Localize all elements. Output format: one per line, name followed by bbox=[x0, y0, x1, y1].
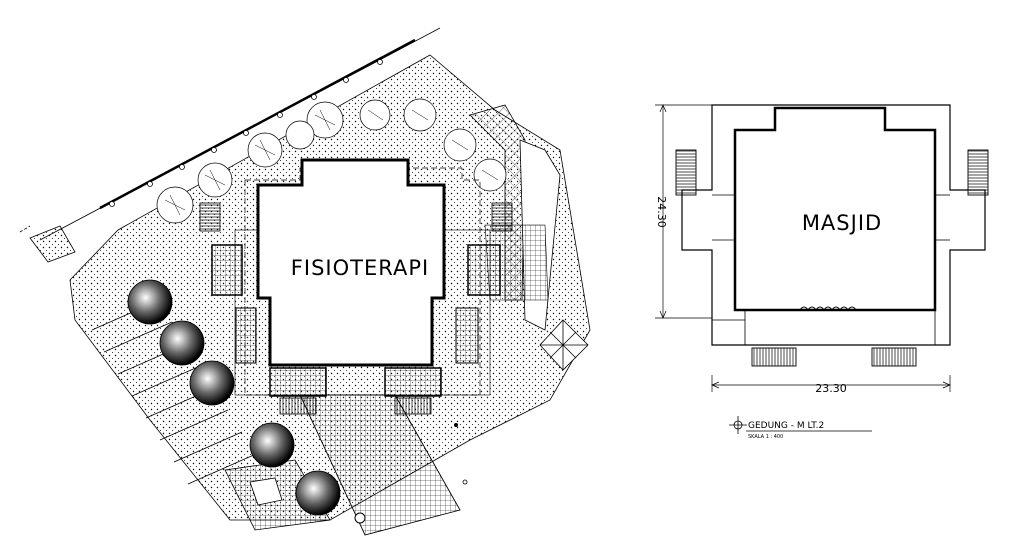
dimension-width-label: 23.30 bbox=[815, 382, 847, 395]
dimension-height-label: 24.30 bbox=[655, 196, 668, 228]
mihrab-arches bbox=[799, 306, 857, 311]
right-floor-plan: MASJID 24.30 23.30 GEDUNG - M LT.2 SKALA bbox=[655, 104, 989, 440]
planter-right-lower bbox=[455, 307, 479, 364]
road-edge-outer bbox=[39, 27, 441, 241]
masjid-label: MASJID bbox=[802, 211, 882, 235]
fisioterapi-building bbox=[256, 158, 446, 367]
dimension-height bbox=[655, 104, 712, 319]
masjid-terrace bbox=[744, 309, 936, 346]
north-arrow-icon bbox=[729, 416, 747, 434]
drawing-scale: SKALA 1 : 400 bbox=[748, 434, 783, 440]
entrance-left bbox=[269, 367, 327, 397]
shrub-icon bbox=[127, 279, 341, 516]
planter-left-lower bbox=[235, 307, 257, 364]
stair-bottom-left bbox=[751, 347, 797, 367]
planter-left bbox=[211, 244, 243, 296]
stair-bottom-right bbox=[871, 347, 917, 367]
dimension-width bbox=[711, 375, 951, 392]
drawing-title: GEDUNG - M LT.2 bbox=[748, 421, 824, 431]
left-site-plan: FISIOTERAPI bbox=[19, 27, 591, 536]
marker-icon bbox=[354, 512, 366, 524]
gazebo-icon bbox=[539, 319, 589, 371]
stair-right bbox=[967, 149, 989, 196]
entrance-right bbox=[384, 367, 442, 397]
planter-right bbox=[467, 244, 501, 296]
fisioterapi-label: FISIOTERAPI bbox=[291, 256, 429, 280]
corner-patch bbox=[29, 225, 76, 263]
lamp-post-icon bbox=[109, 59, 383, 207]
masjid-building bbox=[733, 106, 937, 312]
stair-left bbox=[675, 149, 697, 196]
